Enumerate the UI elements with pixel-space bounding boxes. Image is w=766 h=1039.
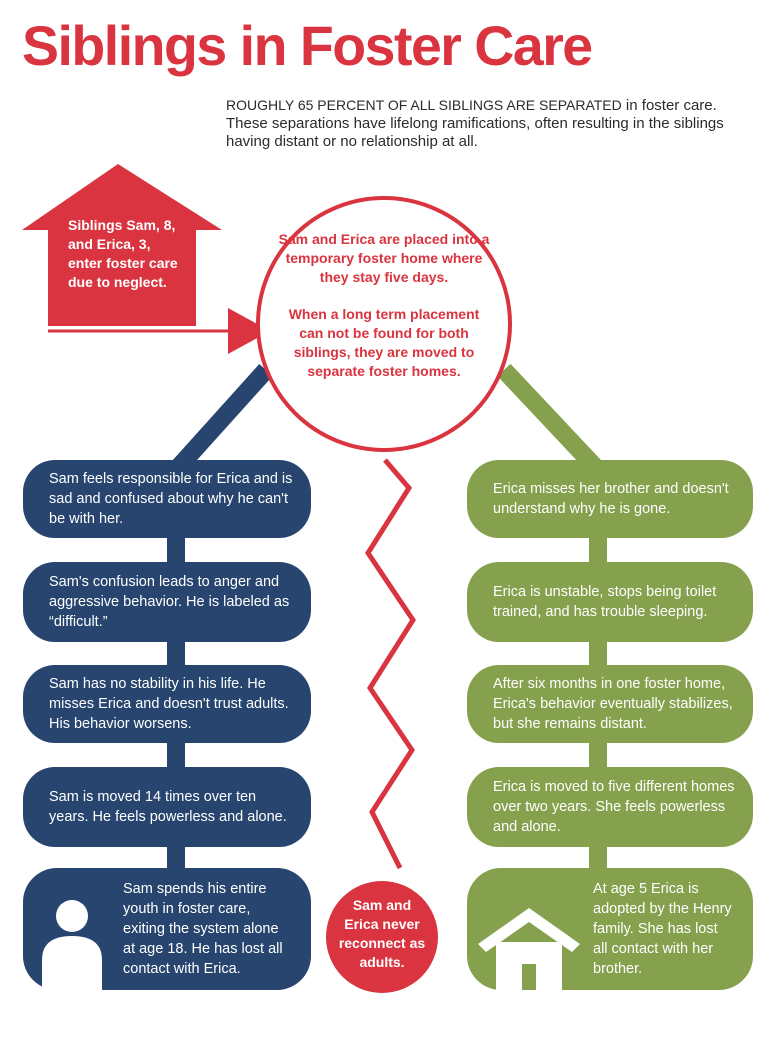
placement-circle-text: Sam and Erica are placed into a temporar… [278, 230, 490, 381]
sam-step-3-text: Sam has no stability in his life. He mis… [49, 676, 289, 732]
placement-circle-text-2: When a long term placement can not be fo… [288, 306, 480, 379]
sam-step-4-text: Sam is moved 14 times over ten years. He… [49, 789, 287, 825]
erica-step-3-text: After six months in one foster home, Eri… [493, 676, 733, 732]
page-title: Siblings in Foster Care [22, 14, 593, 77]
sam-step-1: Sam feels responsible for Erica and is s… [23, 460, 311, 538]
sam-step-2-text: Sam's confusion leads to anger and aggre… [49, 574, 290, 630]
sam-step-1-text: Sam feels responsible for Erica and is s… [49, 471, 293, 527]
separation-zigzag-line [365, 458, 416, 870]
erica-step-5-text: At age 5 Erica is adopted by the Henry f… [593, 881, 732, 977]
intro-rest: in foster care. These separations have l… [226, 97, 724, 150]
intro-lead: ROUGHLY 65 PERCENT OF ALL SIBLINGS ARE S… [226, 97, 622, 113]
erica-step-4: Erica is moved to five different homes o… [467, 767, 753, 847]
placement-circle-text-1: Sam and Erica are placed into a temporar… [278, 231, 490, 285]
intro-paragraph: ROUGHLY 65 PERCENT OF ALL SIBLINGS ARE S… [226, 96, 746, 151]
erica-step-1-text: Erica misses her brother and doesn't und… [493, 481, 729, 517]
never-reconnect-text: Sam and Erica never reconnect as adults. [338, 897, 426, 970]
erica-step-1: Erica misses her brother and doesn't und… [467, 460, 753, 538]
sam-step-2: Sam's confusion leads to anger and aggre… [23, 562, 311, 642]
never-reconnect-circle [326, 881, 438, 993]
erica-step-2-text: Erica is unstable, stops being toilet tr… [493, 584, 717, 620]
erica-step-3: After six months in one foster home, Eri… [467, 665, 753, 743]
erica-step-2: Erica is unstable, stops being toilet tr… [467, 562, 753, 642]
sam-step-5-text: Sam spends his entire youth in foster ca… [123, 881, 283, 977]
placement-circle [256, 196, 512, 452]
house-icon [476, 906, 582, 990]
house-icon [22, 164, 222, 326]
arrow-right-icon [48, 308, 270, 354]
person-icon [36, 898, 106, 990]
erica-step-4-text: Erica is moved to five different homes o… [493, 779, 735, 835]
sam-step-4: Sam is moved 14 times over ten years. He… [23, 767, 311, 847]
sam-step-3: Sam has no stability in his life. He mis… [23, 665, 311, 743]
house-text: Siblings Sam, 8, and Erica, 3, enter fos… [68, 217, 178, 290]
